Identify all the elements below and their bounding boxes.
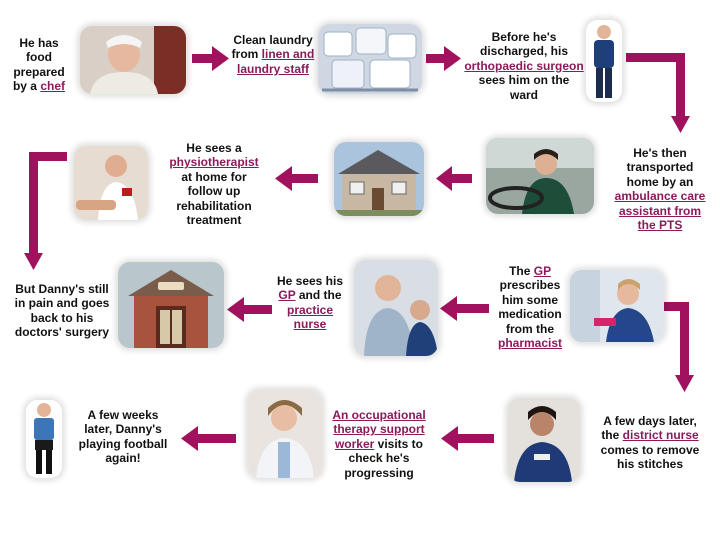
chef-link[interactable]: chef <box>40 79 66 94</box>
step-laundry-text: Clean laundry from linen and laundry sta… <box>228 33 318 76</box>
step-pts-text: He's then transported home by an ambulan… <box>612 146 708 232</box>
football-text: A few weeks later, Danny's playing footb… <box>78 408 168 466</box>
step-pharm-text: The GP prescribes him some medication fr… <box>494 264 566 350</box>
surgeon-photo-icon <box>586 20 622 102</box>
chef-photo-icon <box>80 26 186 94</box>
step-district-text: A few days later, the district nurse com… <box>598 414 702 472</box>
arrow-pharm-to-gp <box>440 296 489 321</box>
pharmacist-link[interactable]: pharmacist <box>497 336 563 351</box>
ambulance-care-link[interactable]: ambulance care assistant from the PTS <box>614 189 706 233</box>
arrow-chef-to-laundry <box>192 46 229 71</box>
gp-link-2[interactable]: GP <box>533 264 551 278</box>
gp-text-2: and the <box>295 288 342 303</box>
pts-text: He's then transported home by an <box>626 146 694 189</box>
arrow-ortho-to-pts <box>626 53 690 133</box>
step-ortho-text: Before he's discharged, his orthopaedic … <box>464 30 584 102</box>
laundry-photo-icon <box>318 24 422 94</box>
step-football-text: A few weeks later, Danny's playing footb… <box>76 408 170 466</box>
district-text: A few days later, the <box>601 414 697 443</box>
district-nurse-link[interactable]: district nurse <box>622 428 699 443</box>
ortho-text: Before he's discharged, his <box>479 30 569 59</box>
house-photo-icon <box>334 142 424 216</box>
ot-text-2: visits to check he's progressing <box>344 436 424 480</box>
step-physio-text: He sees a physiotherapist at home for fo… <box>166 141 262 227</box>
laundry-text: Clean laundry from <box>231 33 313 62</box>
pain-text: But Danny's still in pain and goes back … <box>14 282 110 340</box>
physio-text-2: at home for follow up rehabilitation tre… <box>176 169 252 228</box>
physiotherapist-link[interactable]: physiotherapist <box>169 155 259 170</box>
pharm-text: The <box>509 264 534 278</box>
ot-worker-photo-icon <box>248 390 322 478</box>
pharmacist-photo-icon <box>570 270 664 342</box>
ortho-text-2: sees him on the ward <box>478 73 570 102</box>
laundry-link[interactable]: linen and laundry staff <box>236 47 315 76</box>
arrow-pts-to-house <box>436 166 472 191</box>
footballer-photo-icon <box>26 400 62 478</box>
orthopaedic-surgeon-link[interactable]: orthopaedic surgeon <box>464 58 584 73</box>
arrow-laundry-to-ortho <box>426 46 461 71</box>
surgery-building-photo-icon <box>118 262 224 348</box>
arrow-ot-to-football <box>181 426 236 451</box>
physiotherapist-photo-icon <box>74 146 148 220</box>
district-nurse-photo-icon <box>508 398 580 482</box>
arrow-house-to-physio <box>275 166 318 191</box>
gp-text: He sees his <box>276 274 344 288</box>
step-chef-text: He has food prepared by a chef <box>8 36 70 94</box>
pharm-text-2: prescribes him some medication from the <box>498 278 562 336</box>
practice-nurse-link[interactable]: practice nurse <box>286 302 334 332</box>
step-pain-text: But Danny's still in pain and goes back … <box>12 282 112 340</box>
gp-nurse-photo-icon <box>354 260 438 356</box>
physio-text: He sees a <box>186 141 242 155</box>
step-ot-text: An occupational therapy support worker v… <box>330 408 428 480</box>
district-text-2: comes to remove his stitches <box>600 442 700 472</box>
arrow-gp-to-surgery <box>227 297 272 322</box>
driver-photo-icon <box>486 138 594 214</box>
chef-text: He has food prepared by a <box>12 36 65 94</box>
arrow-physio-to-pain <box>24 152 67 270</box>
occupational-therapy-link[interactable]: An occupational therapy support worker <box>332 408 426 451</box>
gp-link[interactable]: GP <box>278 288 296 303</box>
arrow-district-to-ot <box>441 426 494 451</box>
step-gp-text: He sees his GP and the practice nurse <box>276 274 344 332</box>
